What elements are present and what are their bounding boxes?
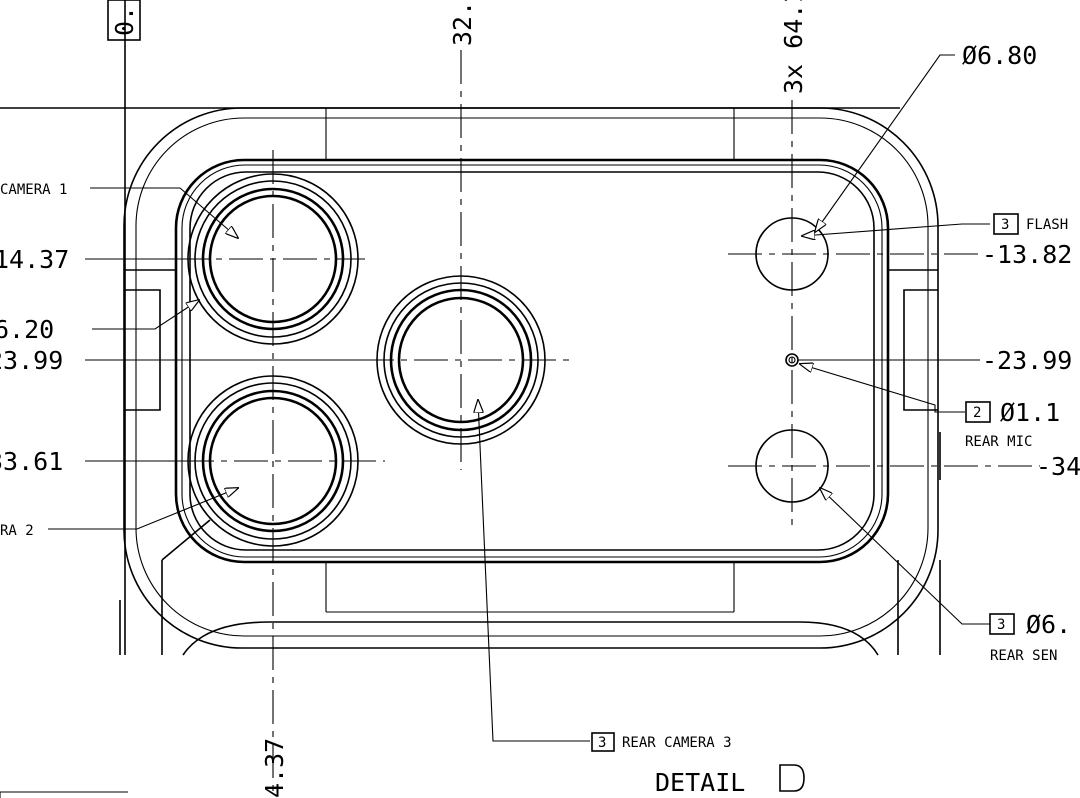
left-dim-3: 33.61 <box>0 447 63 476</box>
camera-3-text: REAR CAMERA 3 <box>622 735 732 751</box>
mic-num: 2 <box>973 405 981 421</box>
module-outline <box>0 0 941 798</box>
mic-dim: -23.99 <box>982 346 1072 375</box>
detail-text: DETAIL <box>655 768 745 797</box>
flash-text: FLASH <box>1026 217 1068 233</box>
camera-1-text: CAMERA 1 <box>0 182 67 198</box>
mic-callout: 2 Ø1.1 REAR MIC <box>965 398 1060 450</box>
top-box-label: 0. <box>107 0 141 41</box>
top-right-dim: 3x 64.1 <box>779 0 808 94</box>
mic-diameter: Ø1.1 <box>1000 398 1060 427</box>
mic-text: REAR MIC <box>965 434 1032 450</box>
leader-lines <box>48 54 990 742</box>
sensor-diameter: Ø6. <box>1026 610 1071 639</box>
sensor-dim: -34 <box>1036 452 1080 481</box>
camera-3-num: 3 <box>598 735 606 751</box>
sensor-text: REAR SEN <box>990 648 1057 664</box>
camera-3-callout: 3 REAR CAMERA 3 <box>591 732 732 752</box>
flash-diameter: Ø6.80 <box>962 41 1037 70</box>
flash-callout: 3 FLASH <box>993 213 1068 235</box>
left-dim-2: 23.99 <box>0 346 63 375</box>
sensor-callout: 3 Ø6. REAR SEN <box>989 610 1071 664</box>
top-center-dim: 32. <box>448 1 477 46</box>
sensor-num: 3 <box>997 617 1005 633</box>
center-lines <box>85 50 1040 798</box>
left-diameter: 6.20 <box>0 315 54 344</box>
flash-num: 3 <box>1001 217 1009 233</box>
left-dim-1: 14.37 <box>0 245 69 274</box>
camera-2-text: RA 2 <box>0 523 34 539</box>
top-box-text: 0. <box>110 6 139 36</box>
bottom-dim: 4.37 <box>260 738 289 798</box>
detail-label: DETAIL <box>655 764 805 797</box>
flash-dim: -13.82 <box>982 240 1072 269</box>
